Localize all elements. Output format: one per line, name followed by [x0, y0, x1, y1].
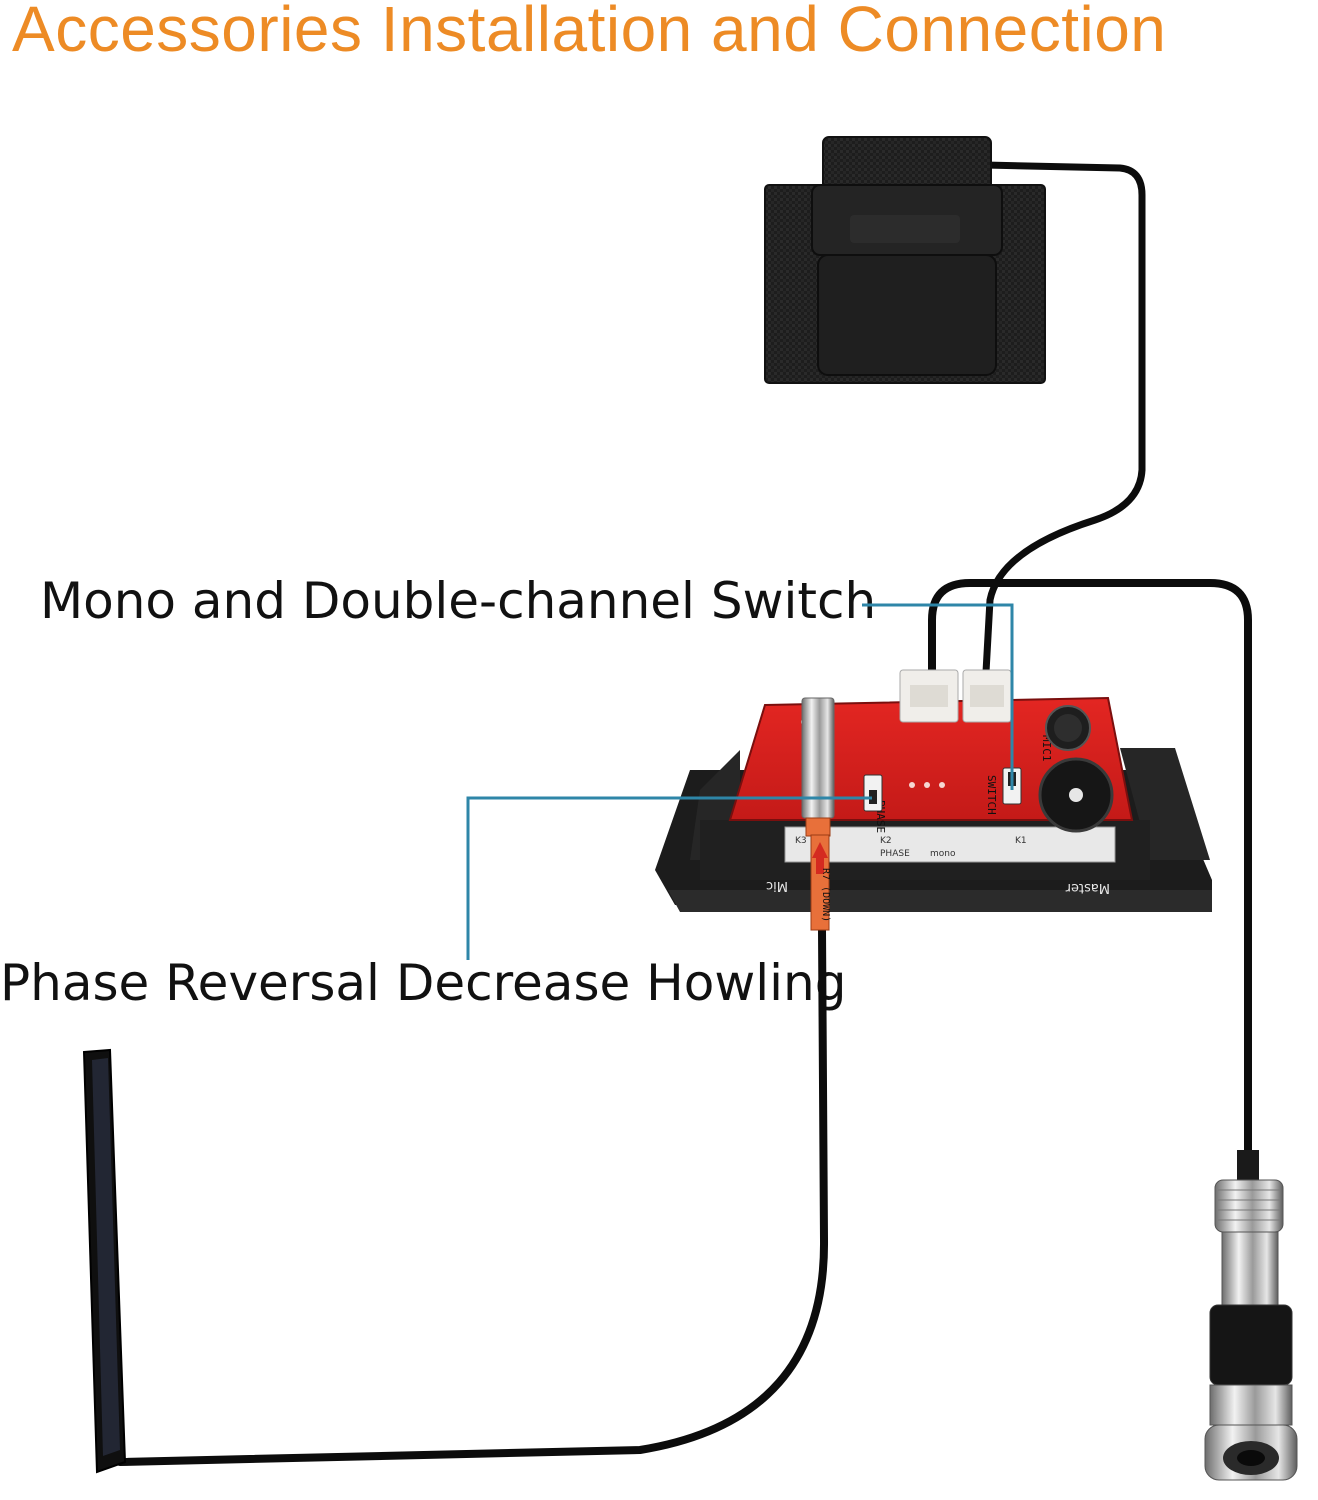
leader-phase-switch	[466, 796, 872, 960]
preamp-device: K1 K2 K3 mono PHASE PHASE SWITCH MIC1	[655, 669, 1212, 931]
knob-label-mic: Mic	[766, 878, 788, 893]
contact-pickup	[82, 1048, 127, 1474]
slider-tag: R7 (DOWN)	[820, 868, 831, 922]
battery-pouch	[764, 136, 1046, 384]
strip-label-mono: mono	[930, 849, 956, 859]
strip-label-k1: K1	[1015, 836, 1027, 846]
page-title: Accessories Installation and Connection	[12, 0, 1167, 65]
knob-label-contact: Contact	[1053, 837, 1100, 851]
callout-mono-double-channel-switch: Mono and Double-channel Switch	[40, 572, 877, 630]
leader-mono-switch	[862, 603, 1014, 790]
callout-phase-reversal: Phase Reversal Decrease Howling	[0, 954, 847, 1012]
strip-label-phase: PHASE	[880, 849, 910, 859]
pcb-label-switch: SWITCH	[985, 775, 998, 815]
pickup-cable	[116, 926, 829, 1466]
strip-label-k3: K3	[795, 836, 807, 846]
strip-labels: K1 K2 K3 mono PHASE	[795, 836, 1027, 859]
mic-slider: R7 (DOWN)	[801, 697, 835, 931]
leader-lines	[466, 603, 1014, 960]
strip-label-k2: K2	[880, 836, 892, 846]
output-jack	[1204, 1150, 1298, 1481]
battery-cable	[981, 161, 1146, 694]
knob-label-master: Master	[1065, 880, 1110, 895]
